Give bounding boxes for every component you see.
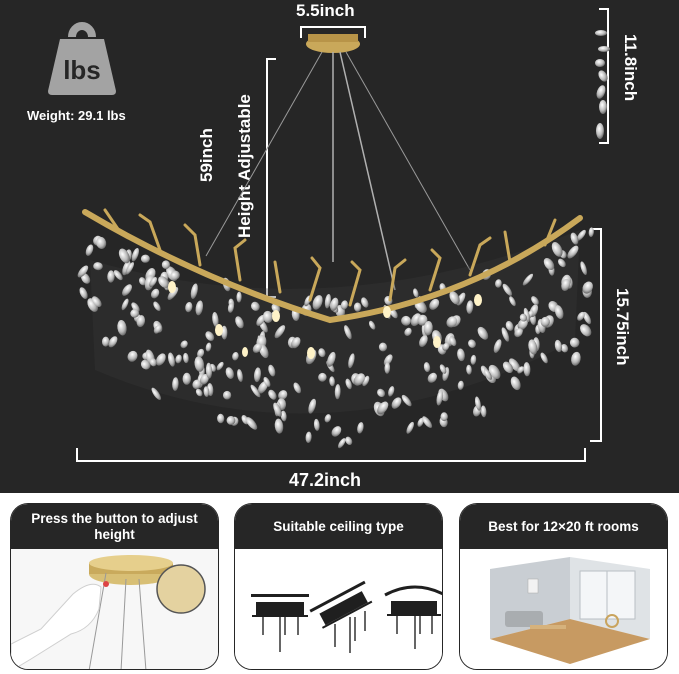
card-title: Suitable ceiling type — [235, 504, 442, 549]
weight-label: Weight: 29.1 lbs — [27, 108, 126, 123]
product-dimension-panel: lbs Weight: 29.1 lbs 5.5inch 59inch Heig… — [0, 0, 679, 493]
card-title: Best for 12×20 ft rooms — [460, 504, 667, 549]
body-width-bracket — [76, 448, 586, 462]
body-height-bracket — [590, 228, 602, 442]
svg-text:lbs: lbs — [63, 55, 101, 85]
card-title: Press the button to adjust height — [11, 504, 218, 549]
feature-cards: Press the button to adjust height Suitab… — [0, 493, 679, 674]
chandelier-image — [77, 30, 610, 449]
canopy-width-bracket — [300, 26, 366, 38]
strand-length-bracket — [599, 8, 609, 144]
ceiling-types-diagram — [235, 549, 442, 669]
canopy-width-label: 5.5inch — [296, 1, 355, 20]
body-width-label: 47.2inch — [289, 470, 362, 490]
living-room-photo — [460, 549, 667, 669]
weight-icon: lbs — [48, 22, 116, 95]
feature-card-ceiling-type: Suitable ceiling type — [234, 503, 443, 670]
feature-card-adjust-height: Press the button to adjust height — [10, 503, 219, 670]
feature-card-room-size: Best for 12×20 ft rooms — [459, 503, 668, 670]
hand-adjust-canopy-photo — [11, 549, 218, 669]
